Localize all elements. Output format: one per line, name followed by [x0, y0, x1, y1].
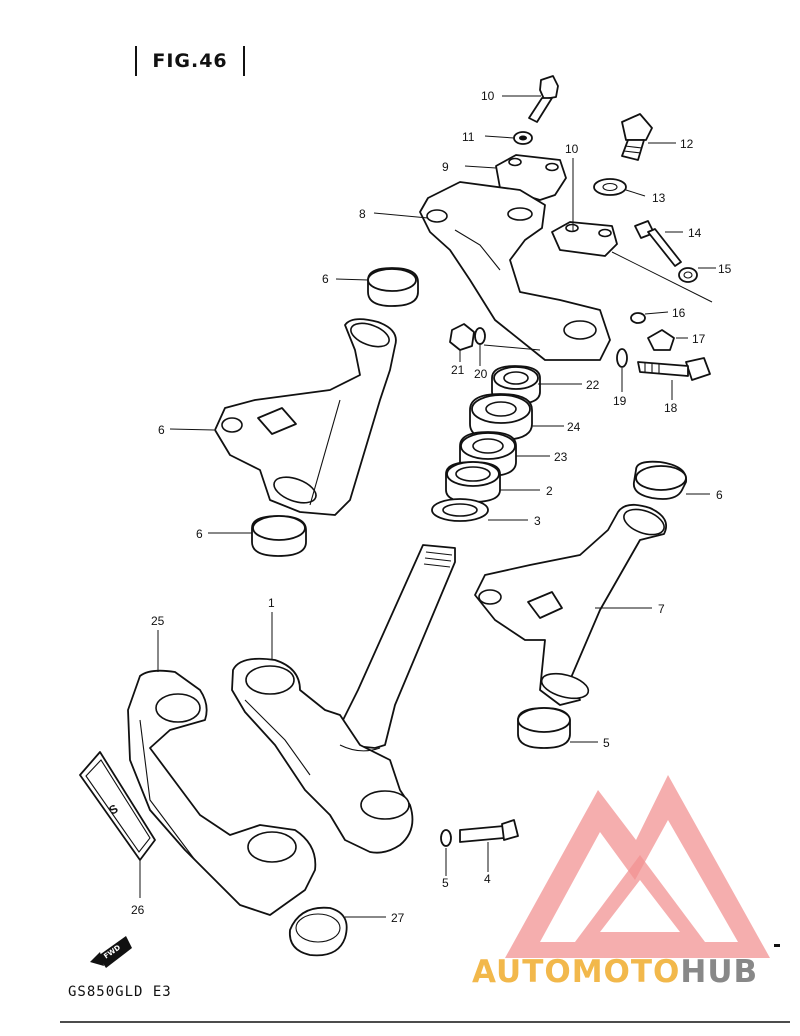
callout-10b: 10	[565, 142, 579, 156]
callout-3: 3	[534, 514, 541, 528]
callout-7: 6	[158, 423, 165, 437]
callout-4: 4	[484, 872, 491, 886]
cushion-6d	[517, 707, 571, 749]
nut-23	[491, 365, 541, 405]
callout-26: 25	[151, 614, 165, 628]
callout-28: 27	[391, 911, 405, 925]
emblem-27: S	[79, 751, 156, 861]
cushion-6a	[367, 267, 419, 307]
washer-17	[630, 312, 646, 324]
callout-16: 15	[718, 262, 732, 276]
model-code: GS850GLD E3	[68, 984, 172, 1000]
callout-27: 26	[131, 903, 145, 917]
callout-labels: 10 11 9 10 12 13 8 14 15 6 16 17 21 20 2…	[131, 89, 732, 925]
callout-13: 12	[680, 137, 694, 151]
watermark-text: AUTOMOTOHUB	[472, 954, 758, 990]
bolt-19	[637, 357, 711, 381]
bolt-15	[634, 220, 682, 267]
watermark-logo	[505, 775, 770, 958]
bolt-13	[621, 113, 653, 161]
callout-6c: 6	[716, 488, 723, 502]
steering-stem-1	[231, 544, 456, 854]
callout-6a: 6	[322, 272, 329, 286]
dust-seal-3	[431, 498, 489, 522]
callout-2: 2	[546, 484, 553, 498]
cushion-6c	[632, 460, 687, 500]
race-2	[445, 461, 501, 503]
cushion-6b	[251, 515, 307, 557]
nut-22	[449, 323, 475, 351]
callout-20: 19	[613, 394, 627, 408]
callout-8: 7	[658, 602, 665, 616]
watermark-part2: HUB	[680, 954, 758, 990]
callout-5: 5	[442, 876, 449, 890]
leader-lines	[139, 95, 716, 918]
callout-11: 10	[481, 89, 495, 103]
fork-bracket-7	[214, 318, 397, 516]
callout-15: 14	[688, 226, 702, 240]
callout-6b: 6	[196, 527, 203, 541]
washer-21	[474, 327, 486, 345]
cap-28	[288, 906, 348, 957]
nut-16	[678, 267, 698, 283]
washer-14	[593, 178, 627, 196]
fork-bracket-8	[474, 503, 668, 706]
callout-10a: 9	[442, 160, 449, 174]
watermark-part1: AUTOMOTO	[472, 954, 680, 990]
assembly-line-16	[611, 251, 713, 303]
washer-12	[513, 131, 533, 145]
callout-21: 20	[474, 367, 488, 381]
washer-20	[616, 348, 628, 368]
callout-14: 13	[652, 191, 666, 205]
callout-22: 21	[451, 363, 465, 377]
holder-upper-10b	[551, 221, 618, 257]
callout-12: 11	[462, 130, 475, 144]
corner-mark	[774, 944, 780, 947]
callout-9: 8	[359, 207, 366, 221]
callout-19: 18	[664, 401, 678, 415]
washer-5	[440, 829, 452, 847]
figure-label-box: FIG.46	[135, 46, 245, 76]
callout-25: 24	[567, 420, 581, 434]
callout-24: 23	[554, 450, 568, 464]
handlebar-cover-26	[127, 669, 317, 916]
callout-6d: 5	[603, 736, 610, 750]
figure-title: FIG.46	[152, 50, 228, 72]
callout-1: 1	[268, 596, 275, 610]
handlebar-bracket-9	[419, 181, 611, 361]
callout-18: 17	[692, 332, 706, 346]
cap-nut-18	[647, 329, 675, 351]
callout-17: 16	[672, 306, 686, 320]
fwd-arrow-icon: FWD	[90, 936, 132, 968]
callout-23: 22	[586, 378, 600, 392]
bolt-11	[528, 75, 559, 123]
bolt-4	[459, 819, 519, 843]
washer-25	[469, 393, 533, 441]
